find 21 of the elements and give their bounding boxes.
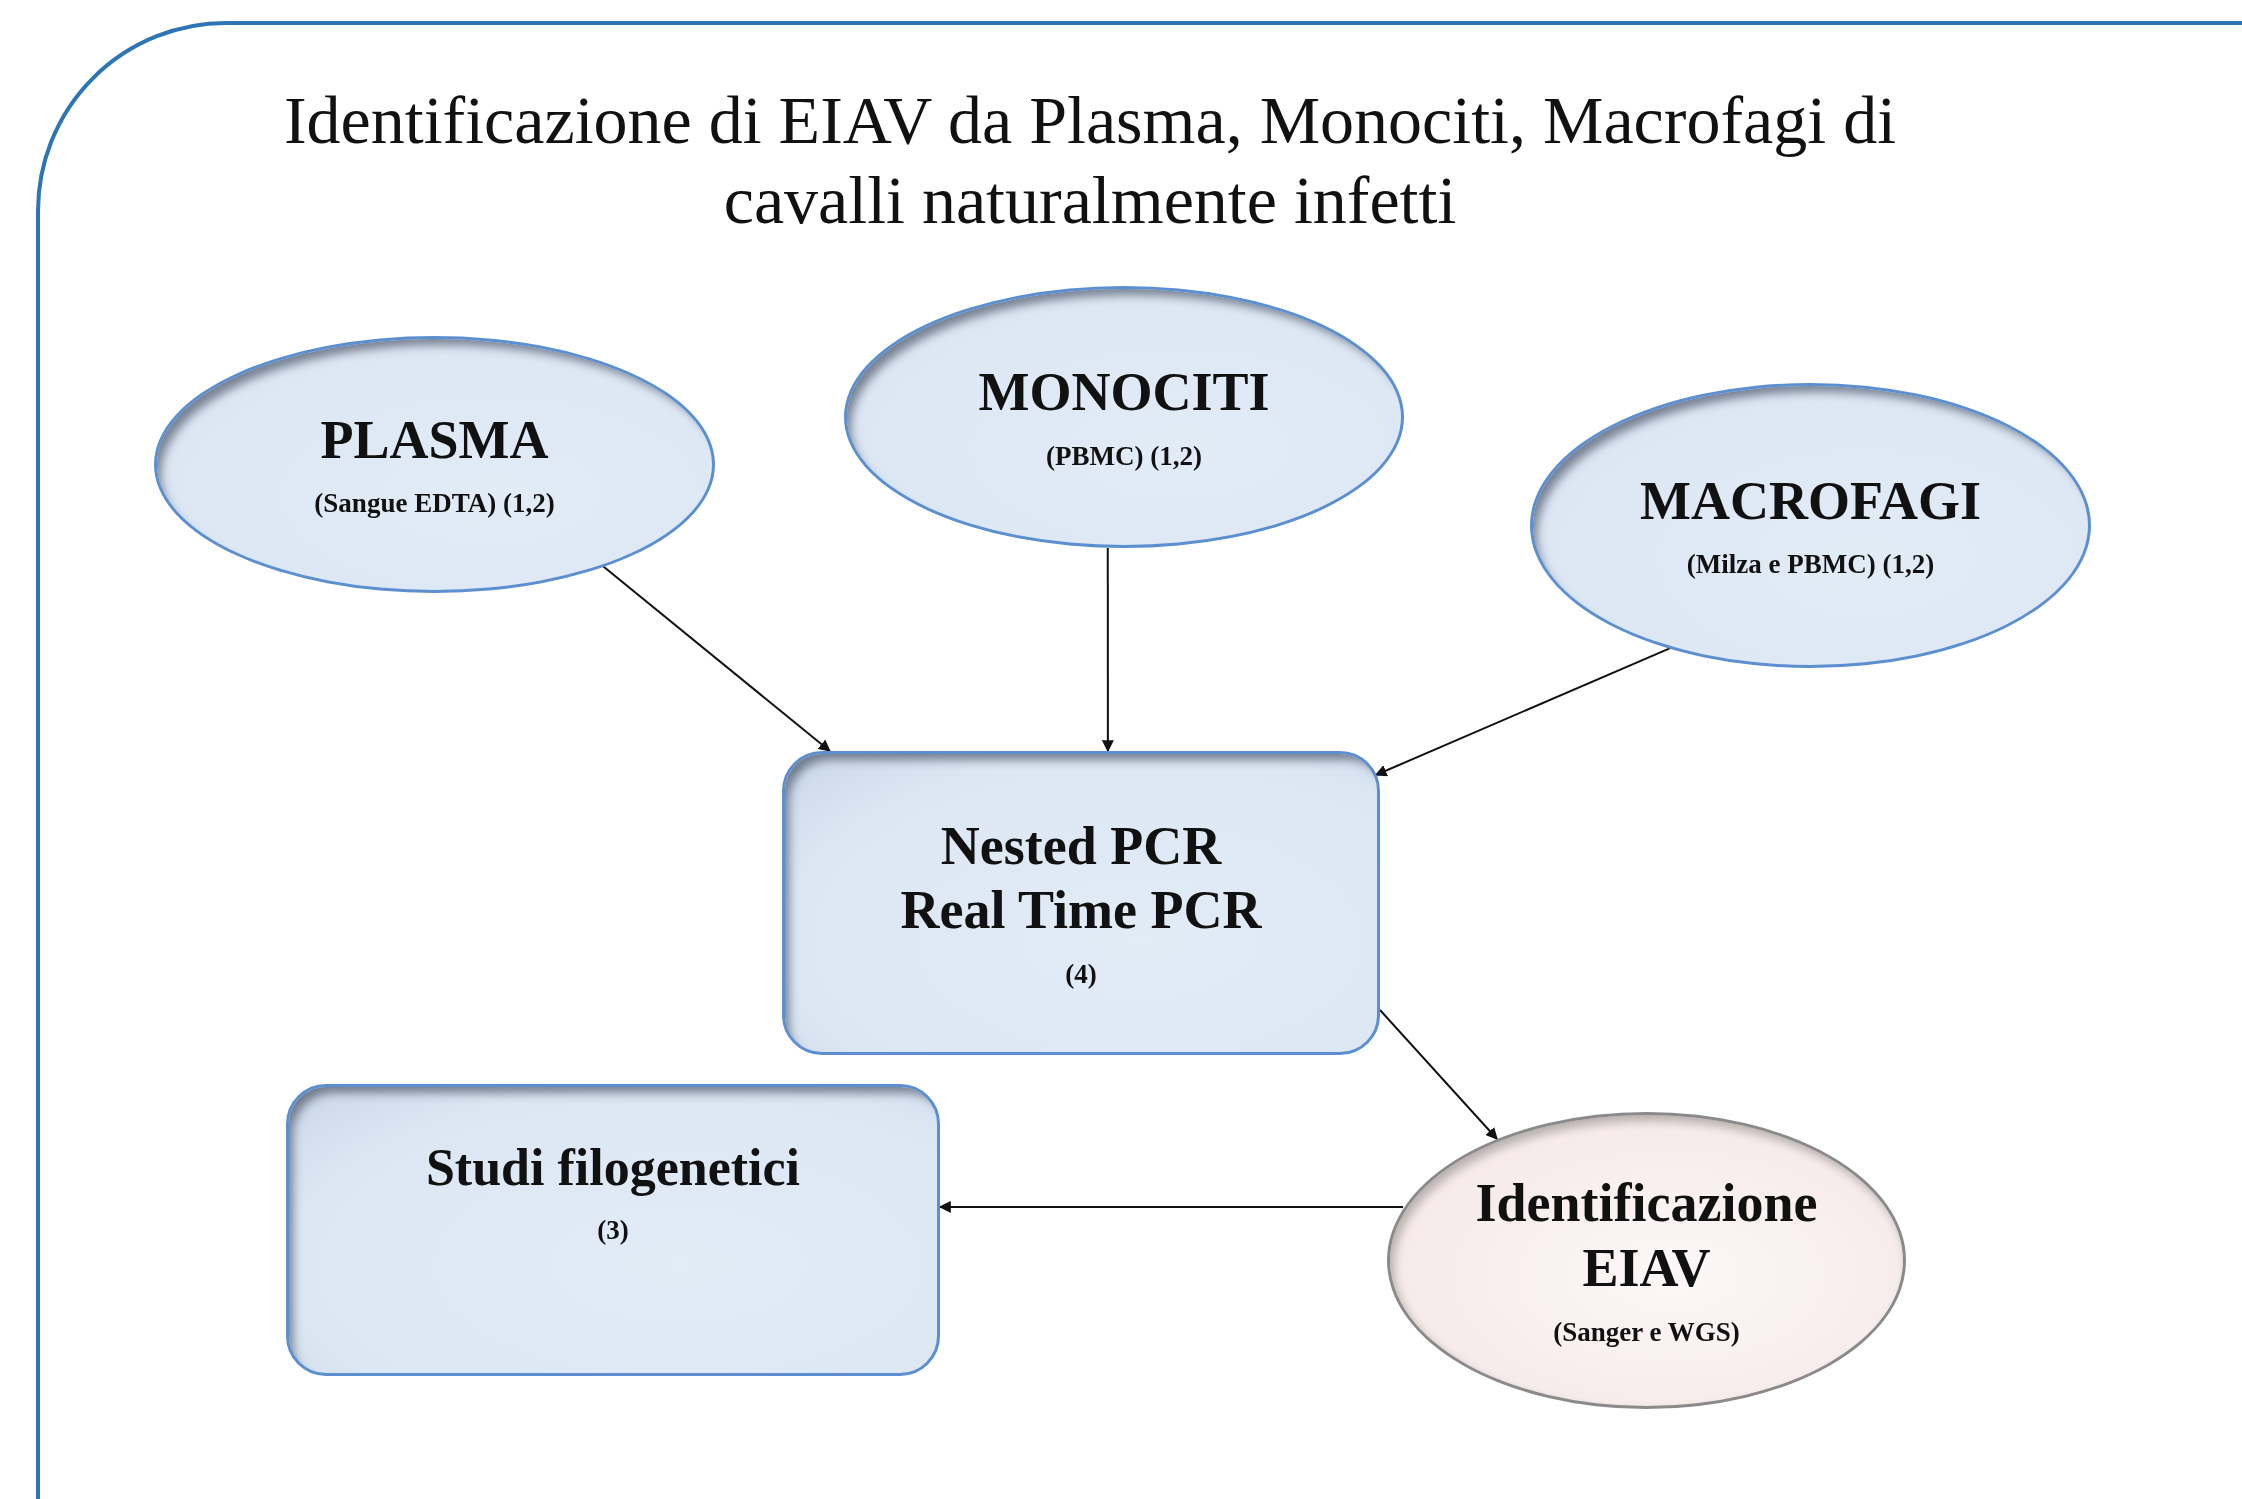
node-heading: Nested PCR — [940, 814, 1222, 878]
reference-text: (4) — [1065, 958, 1097, 992]
node-heading: MACROFAGI — [1640, 469, 1981, 533]
reference-text: (Milza e PBMC) (1,2) — [1686, 548, 1935, 582]
arrow — [1379, 1009, 1499, 1141]
process-box — [782, 751, 1380, 1055]
arrow — [938, 1200, 1405, 1213]
reference-text: (Sanger e WGS) — [1553, 1315, 1740, 1349]
arrow — [1101, 547, 1114, 753]
node-heading: Studi filogenetici — [425, 1138, 801, 1198]
reference-text: (PBMC) (1,2) — [1046, 439, 1202, 473]
node-heading: Identificazione EIAV — [1474, 1172, 1819, 1300]
arrow — [601, 565, 831, 752]
node-heading: Real Time PCR — [900, 879, 1262, 943]
process-box — [286, 1084, 940, 1376]
reference-text: (Sangue EDTA) (1,2) — [314, 487, 555, 521]
diagram-title: Identificazione di EIAV da Plasma, Monociti, Macrofagi di cavalli naturalmente infetti — [282, 81, 1898, 240]
arrow — [1374, 647, 1672, 777]
reference-text: (3) — [597, 1214, 629, 1248]
node-heading: PLASMA — [320, 408, 549, 472]
node-heading: MONOCITI — [978, 361, 1270, 425]
